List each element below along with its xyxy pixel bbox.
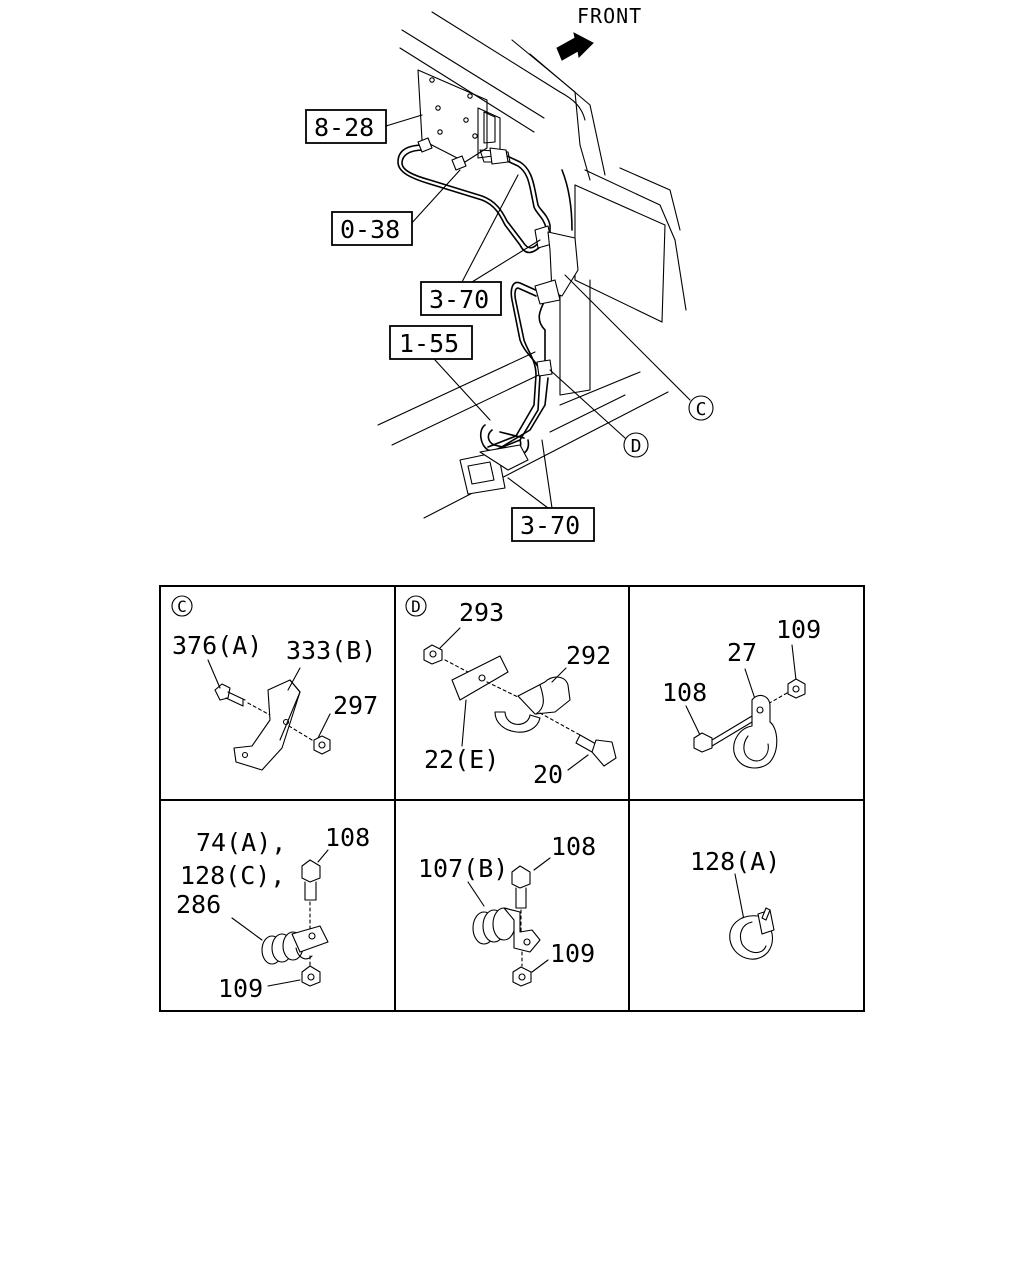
nut-icon bbox=[313, 735, 331, 755]
callout-8-28-text: 8-28 bbox=[314, 113, 374, 142]
frame-rail bbox=[377, 11, 687, 519]
detail-marker-d-text: D bbox=[631, 436, 642, 457]
detail-cell-clip-27: 109 27 108 bbox=[662, 615, 821, 769]
label-109-b: 109 bbox=[218, 974, 263, 1003]
front-label: FRONT bbox=[577, 4, 642, 28]
mounting-plate bbox=[417, 69, 511, 163]
bolt-icon bbox=[301, 859, 321, 901]
callout-8-28[interactable]: 8-28 bbox=[305, 109, 387, 144]
detail-marker-c[interactable]: C bbox=[688, 395, 714, 421]
fittings bbox=[417, 137, 579, 495]
label-109-c: 109 bbox=[550, 939, 595, 968]
cell-d-marker: D bbox=[405, 595, 427, 617]
bolt-icon bbox=[511, 865, 531, 909]
front-arrow-icon bbox=[556, 32, 594, 61]
callout-3-70-lower[interactable]: 3-70 bbox=[511, 507, 595, 542]
grommet-clip-icon bbox=[472, 907, 541, 953]
svg-text:D: D bbox=[411, 597, 421, 616]
callout-0-38-text: 0-38 bbox=[340, 215, 400, 244]
label-27: 27 bbox=[727, 638, 757, 667]
p-clip-icon bbox=[733, 694, 778, 769]
bolt-icon bbox=[575, 734, 617, 767]
nut-icon bbox=[512, 966, 532, 987]
detail-marker-d[interactable]: D bbox=[623, 432, 649, 458]
label-108-c: 108 bbox=[551, 832, 596, 861]
nut-icon bbox=[301, 965, 321, 987]
callout-3-70-upper-text: 3-70 bbox=[429, 285, 489, 314]
detail-grid bbox=[159, 585, 865, 1012]
detail-cell-clip-286: 74(A), 128(C), 108 286 109 bbox=[176, 823, 370, 1003]
label-333b: 333(B) bbox=[286, 636, 376, 665]
plate-icon bbox=[451, 655, 509, 701]
cell-c-marker: C bbox=[171, 595, 193, 617]
label-297: 297 bbox=[333, 691, 378, 720]
label-292: 292 bbox=[566, 641, 611, 670]
nut-icon bbox=[787, 678, 806, 699]
label-108-a: 108 bbox=[662, 678, 707, 707]
label-293: 293 bbox=[459, 598, 504, 627]
detail-cell-c: C 376(A) 333(B) 297 bbox=[171, 595, 378, 771]
overview-illustration: FRONT bbox=[305, 4, 714, 542]
label-376a: 376(A) bbox=[172, 631, 262, 660]
detail-cell-clip-107: 107(B) 108 109 bbox=[418, 832, 596, 987]
detail-cell-d: D 293 292 22(E) 20 bbox=[405, 595, 617, 789]
leader-lines bbox=[385, 114, 691, 509]
callout-0-38[interactable]: 0-38 bbox=[331, 211, 413, 246]
callout-1-55[interactable]: 1-55 bbox=[389, 325, 473, 360]
grommet-clip-icon bbox=[261, 925, 329, 965]
bolt-icon bbox=[214, 683, 246, 707]
callout-3-70-upper[interactable]: 3-70 bbox=[420, 281, 502, 316]
callout-1-55-text: 1-55 bbox=[399, 329, 459, 358]
label-286: 286 bbox=[176, 890, 221, 919]
label-109-a: 109 bbox=[776, 615, 821, 644]
label-128c: 128(C), bbox=[180, 861, 285, 890]
clamp-icon bbox=[494, 676, 571, 733]
callout-3-70-lower-text: 3-70 bbox=[520, 511, 580, 540]
svg-text:C: C bbox=[177, 597, 187, 616]
bracket-icon bbox=[233, 679, 301, 771]
label-107b: 107(B) bbox=[418, 854, 508, 883]
label-108-b: 108 bbox=[325, 823, 370, 852]
label-22e: 22(E) bbox=[424, 745, 499, 774]
detail-cell-tie-128: 128(A) bbox=[690, 847, 780, 960]
nut-icon bbox=[423, 644, 443, 665]
detail-marker-c-text: C bbox=[696, 399, 707, 420]
cable-tie-icon bbox=[729, 907, 775, 960]
label-74a: 74(A), bbox=[196, 828, 286, 857]
bolt-icon bbox=[693, 715, 753, 753]
label-20: 20 bbox=[533, 760, 563, 789]
label-128a: 128(A) bbox=[690, 847, 780, 876]
